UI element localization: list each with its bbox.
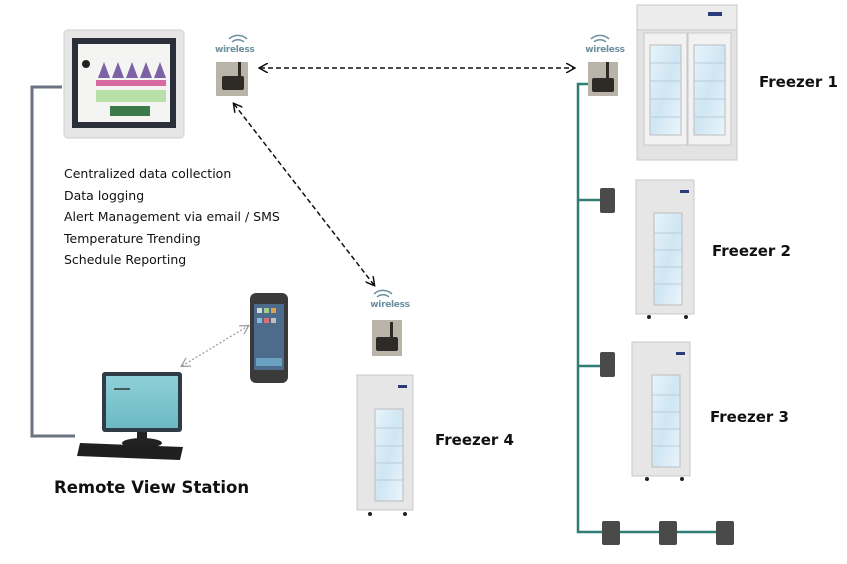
freezer-4-icon <box>356 374 414 516</box>
wired-link-controller-to-station <box>30 85 75 438</box>
freezer-3-icon <box>631 341 691 481</box>
feature-item: Alert Management via email / SMS <box>64 209 280 224</box>
wireless-label-freezer4: wireless <box>370 300 410 310</box>
controller-feature-list: Centralized data collection Data logging… <box>64 163 280 271</box>
wireless-label-controller: wireless <box>215 45 255 55</box>
freezer-4-label: Freezer 4 <box>435 431 514 449</box>
freezer-1-icon <box>636 4 738 161</box>
sensor-box-bus-3 <box>716 521 734 545</box>
wireless-radio-controller <box>216 34 248 96</box>
wired-bus-right <box>576 82 730 534</box>
wireless-radio-freezer4 <box>372 289 402 356</box>
remote-view-station-label: Remote View Station <box>54 478 250 497</box>
feature-item: Centralized data collection <box>64 166 232 181</box>
sensor-box-freezer3 <box>600 352 615 377</box>
feature-item: Schedule Reporting <box>64 252 187 267</box>
wireless-radio-freezer1 <box>588 34 618 96</box>
feature-item: Data logging <box>64 187 145 203</box>
touchscreen-controller-icon <box>63 29 185 139</box>
desktop-computer-icon <box>77 372 183 460</box>
sensor-box-bus-1 <box>602 521 620 545</box>
freezer-1-label: Freezer 1 <box>759 73 838 91</box>
sensor-box-bus-2 <box>659 521 677 545</box>
feature-item: Temperature Trending <box>64 230 201 246</box>
smartphone-icon <box>250 293 288 383</box>
sensor-box-freezer2 <box>600 188 615 213</box>
freezer-2-icon <box>635 179 695 319</box>
wireless-link-controller-freezer4 <box>234 104 374 285</box>
freezer-2-label: Freezer 2 <box>712 242 791 260</box>
wireless-link-station-phone <box>182 326 248 366</box>
wireless-label-freezer1: wireless <box>585 45 625 55</box>
freezer-3-label: Freezer 3 <box>710 408 789 426</box>
